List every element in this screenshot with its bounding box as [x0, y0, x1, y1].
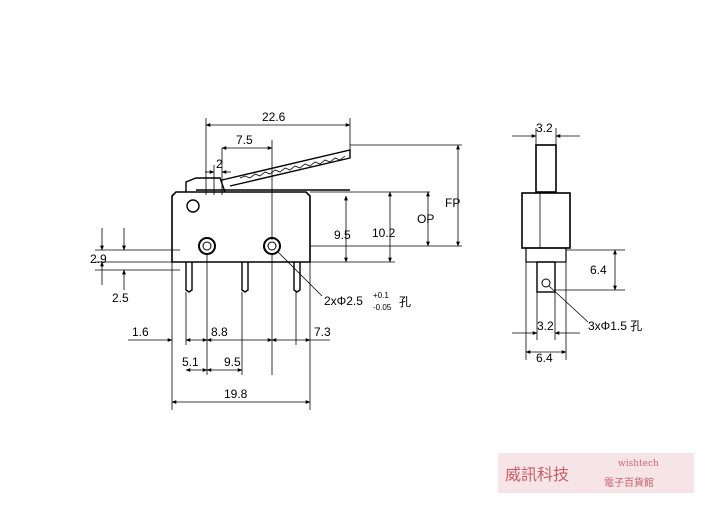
watermark: 威訊科技 wishtech 電子百貨館 [498, 453, 694, 493]
terminal-mid [241, 262, 249, 293]
side-view [521, 144, 571, 293]
watermark-sub-cn: 電子百貨館 [604, 476, 654, 489]
dim-bottom-outer: 6.4 [536, 351, 553, 365]
mount-hole-left [198, 237, 216, 255]
dim-pin-left: 1.6 [132, 325, 149, 339]
pivot-circle [186, 199, 200, 213]
hole-tol-upper: +0.1 [373, 291, 389, 300]
label-op: OP [417, 212, 434, 226]
hole-callout-suffix: 孔 [399, 295, 411, 309]
watermark-bg [498, 453, 694, 493]
label-fp: FP [445, 196, 460, 210]
watermark-brand-en: wishtech [618, 459, 659, 469]
side-terminal-hole [541, 278, 551, 288]
terminal-right [293, 262, 301, 293]
side-body [521, 192, 571, 249]
dim-total-length: 22.6 [262, 110, 286, 124]
hole-callout-prefix: 2xΦ2.5 [324, 294, 363, 308]
dim-top-width: 3.2 [536, 121, 553, 135]
dim-pin-right: 7.3 [314, 325, 331, 339]
plunger [535, 144, 557, 193]
dim-pin-height: 6.4 [590, 263, 607, 277]
dim-height-left: 2.9 [90, 252, 107, 266]
dim-base-length: 19.8 [224, 387, 248, 401]
side-lower-body [525, 247, 567, 263]
dim-lever-offset: 7.5 [236, 133, 253, 147]
mount-hole-right-inner [267, 241, 277, 251]
mount-hole-left-inner [202, 241, 212, 251]
terminal-left [185, 262, 193, 293]
dim-body-height: 10.2 [372, 226, 396, 240]
watermark-brand-cn: 威訊科技 [505, 465, 569, 484]
switch-body [171, 191, 311, 263]
dim-small: 2 [216, 157, 223, 171]
front-dimension-labels: 22.6 7.5 2 2.9 2.5 9.5 10.2 OP FP 2xΦ2.5… [90, 110, 460, 401]
dim-hole-height: 9.5 [334, 228, 351, 242]
dim-pin-b: 9.5 [224, 355, 241, 369]
side-dimension-labels: 3.2 6.4 3.2 6.4 3xΦ1.5 孔 [536, 121, 642, 365]
dim-left-bottom: 2.5 [112, 291, 129, 305]
hole-tol-lower: -0.05 [373, 303, 392, 312]
side-dimensions [512, 128, 625, 360]
dim-pin-a: 5.1 [182, 355, 199, 369]
dim-bottom-inner: 3.2 [537, 319, 554, 333]
front-view [171, 149, 351, 293]
mount-hole-right [263, 237, 281, 255]
dim-pin-mid: 8.8 [211, 325, 228, 339]
side-terminal [536, 261, 556, 293]
front-dimensions [95, 118, 462, 410]
side-hole-callout: 3xΦ1.5 孔 [588, 319, 642, 333]
lever-spring [239, 155, 346, 179]
